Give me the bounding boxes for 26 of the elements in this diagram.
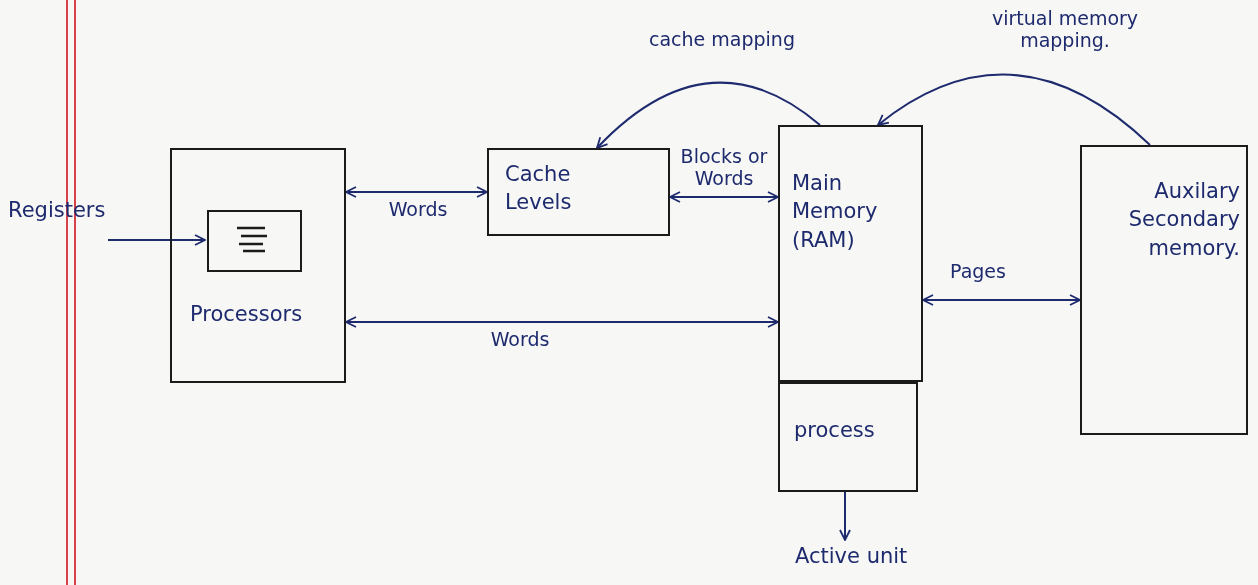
memory-box (778, 125, 923, 382)
box-label: Auxilary Secondary memory. (1127, 178, 1240, 262)
edge-label: Blocks or Words (679, 146, 769, 190)
arrow (839, 491, 851, 541)
box-label: Processors (190, 301, 304, 328)
register-box (207, 210, 302, 272)
edge-label: Words (489, 329, 551, 351)
memory-box (170, 148, 346, 383)
arrow (107, 234, 206, 246)
box-label: Cache Levels (505, 161, 573, 217)
edge-label: cache mapping (648, 29, 796, 51)
edge-label: Pages (949, 261, 1007, 283)
arrow (669, 191, 779, 203)
box-label: Main Memory (RAM) (792, 170, 879, 254)
arrow (345, 186, 488, 198)
edge-label: Words (387, 199, 449, 221)
memory-box (487, 148, 670, 236)
box-label: process (794, 417, 876, 444)
arrow (922, 294, 1081, 306)
node-label: Active unit (795, 543, 909, 570)
arrow (345, 316, 779, 328)
arrow (877, 74, 1151, 146)
edge-label: virtual memory mapping. (990, 8, 1140, 52)
memory-box (778, 382, 918, 492)
memory-box (1080, 145, 1248, 435)
arrow (596, 81, 821, 149)
